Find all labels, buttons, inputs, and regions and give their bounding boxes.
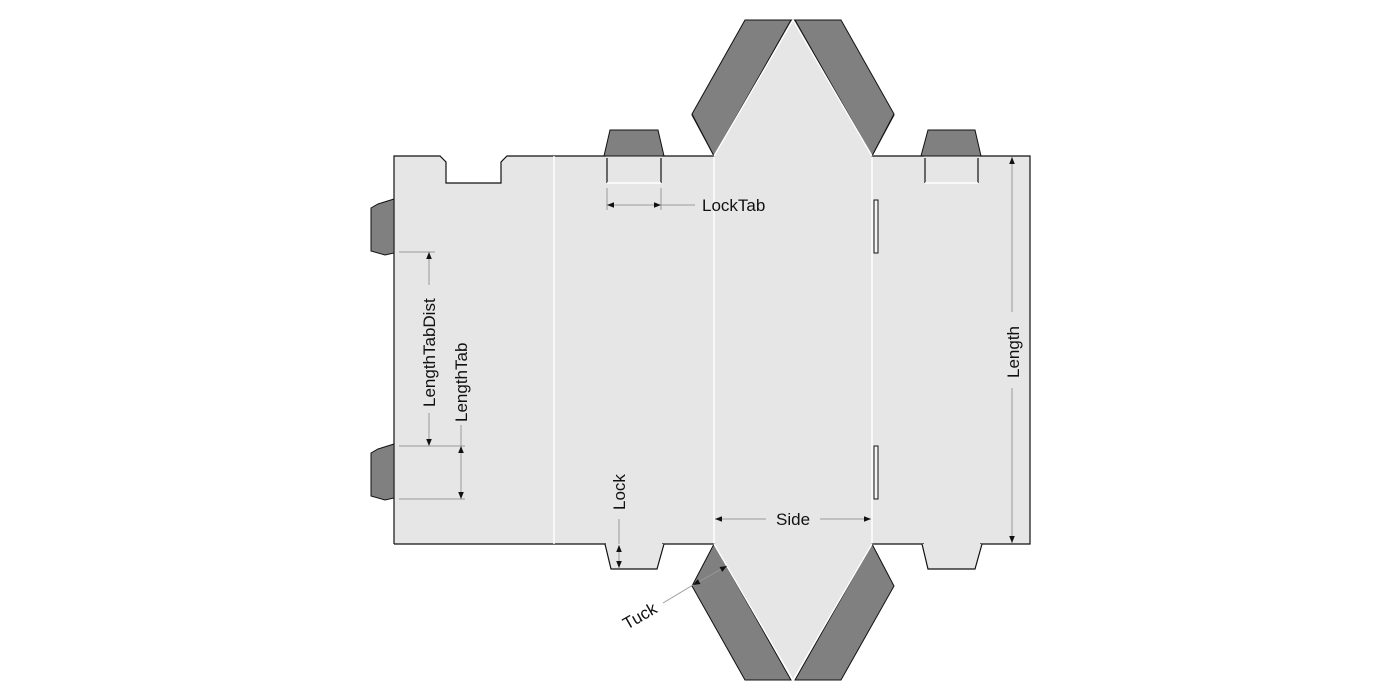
- lock-bottom-left: [604, 543, 665, 570]
- dimension-length-tab-dist: LengthTabDist: [399, 251, 439, 446]
- lock-label: Lock: [610, 474, 629, 510]
- lock-bottom-right: [921, 543, 983, 570]
- side-label: Side: [776, 510, 810, 529]
- main-panels: [393, 155, 1031, 545]
- lock-slot-lower: [873, 445, 879, 500]
- lock-tab-label: LockTab: [702, 196, 765, 215]
- length-tab-top: [370, 198, 395, 256]
- length-label: Length: [1004, 326, 1023, 378]
- length-tab-dist-label: LengthTabDist: [420, 298, 439, 407]
- tuck-flap-bottom: [691, 542, 895, 682]
- length-tab-bottom: [370, 443, 395, 501]
- tuck-flap-top: [691, 18, 895, 158]
- lock-tab-top-right: [920, 129, 982, 184]
- tuck-label: Tuck: [620, 599, 661, 634]
- lock-slot-upper: [873, 199, 879, 254]
- dimension-length: Length: [1004, 157, 1023, 543]
- length-tab-label: LengthTab: [452, 343, 471, 422]
- lock-tab-top-left: [603, 129, 665, 184]
- fold-lines: [553, 156, 873, 544]
- dimension-length-tab: LengthTab: [399, 343, 471, 500]
- dimension-lock-tab: LockTab: [606, 188, 765, 215]
- dimension-lock: Lock: [610, 474, 629, 568]
- dimension-side: Side: [715, 510, 871, 529]
